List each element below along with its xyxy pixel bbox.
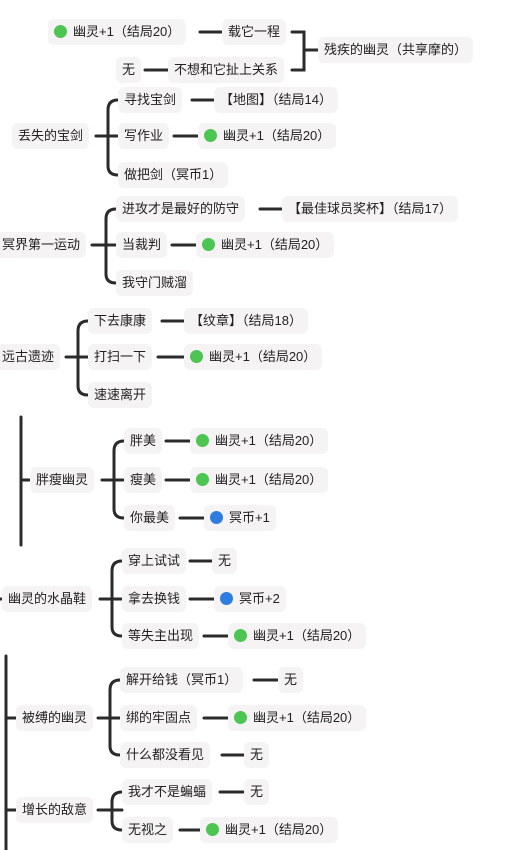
result-ghost-node: 幽灵+1（结局20） [184, 344, 323, 370]
result-item-node: 【地图】（结局14） [214, 87, 338, 113]
option-node: 我守门贼溜 [116, 270, 194, 296]
result-ghost-node: 幽灵+1（结局20） [48, 19, 187, 45]
option-node: 写作业 [118, 123, 170, 149]
option-node: 胖美 [124, 428, 163, 454]
event-root-node: 被缚的幽灵 [16, 705, 94, 731]
result-ghost-node: 幽灵+1（结局20） [198, 123, 337, 149]
option-node: 速速离开 [88, 382, 153, 408]
option-node: 等失主出现 [122, 623, 200, 649]
option-node: 不想和它扯上关系 [168, 57, 285, 83]
event-root-node: 胖瘦幽灵 [30, 467, 95, 493]
option-node: 绑的牢固点 [120, 705, 198, 731]
option-node: 我才不是蝙蝠 [122, 779, 213, 805]
ghost-dot-icon [196, 473, 209, 486]
option-node: 当裁判 [116, 232, 168, 258]
ghost-dot-icon [234, 711, 247, 724]
event-root-node: 丢失的宝剑 [12, 123, 90, 149]
ghost-dot-icon [234, 629, 247, 642]
result-none-node: 无 [116, 57, 142, 83]
ghost-dot-icon [204, 129, 217, 142]
option-node: 解开给钱（冥币1） [120, 667, 244, 693]
result-ghost-node: 幽灵+1（结局20） [228, 623, 367, 649]
event-root-node: 增长的敌意 [16, 797, 94, 823]
option-node: 下去康康 [88, 308, 153, 334]
result-ghost-node: 幽灵+1（结局20） [200, 817, 339, 843]
ghost-dot-icon [206, 823, 219, 836]
result-none-node: 无 [212, 548, 238, 574]
option-node: 载它一程 [222, 19, 287, 45]
ghost-dot-icon [196, 434, 209, 447]
option-node: 你最美 [124, 505, 176, 531]
event-root-node: 幽灵的水晶鞋 [2, 586, 93, 612]
option-node: 穿上试试 [122, 548, 187, 574]
option-node: 打扫一下 [88, 344, 153, 370]
ghost-dot-icon [202, 238, 215, 251]
result-coin-node: 冥币+1 [204, 505, 276, 531]
event-root-node: 远古遗迹 [0, 344, 61, 370]
result-none-node: 无 [244, 779, 270, 805]
result-item-node: 【纹章】（结局18） [184, 308, 308, 334]
event-root-node: 残疾的幽灵（共享摩的） [318, 37, 474, 63]
option-node: 寻找宝剑 [118, 87, 183, 113]
ghost-dot-icon [190, 350, 203, 363]
result-ghost-node: 幽灵+1（结局20） [196, 232, 335, 258]
result-none-node: 无 [244, 742, 270, 768]
option-node: 做把剑（冥币1） [118, 162, 229, 188]
coin-dot-icon [210, 511, 223, 524]
result-coin-node: 冥币+2 [214, 586, 286, 612]
result-none-node: 无 [278, 667, 304, 693]
option-node: 进攻才是最好的防守 [116, 196, 246, 222]
option-node: 拿去换钱 [122, 586, 187, 612]
ghost-dot-icon [54, 25, 67, 38]
result-ghost-node: 幽灵+1（结局20） [190, 428, 329, 454]
result-ghost-node: 幽灵+1（结局20） [228, 705, 367, 731]
option-node: 瘦美 [124, 467, 163, 493]
event-root-node: 冥界第一运动 [0, 232, 87, 258]
option-node: 什么都没看见 [120, 742, 211, 768]
result-ghost-node: 幽灵+1（结局20） [190, 467, 329, 493]
coin-dot-icon [220, 592, 233, 605]
result-item-node: 【最佳球员奖杯】（结局17） [282, 196, 458, 222]
option-node: 无视之 [122, 817, 174, 843]
